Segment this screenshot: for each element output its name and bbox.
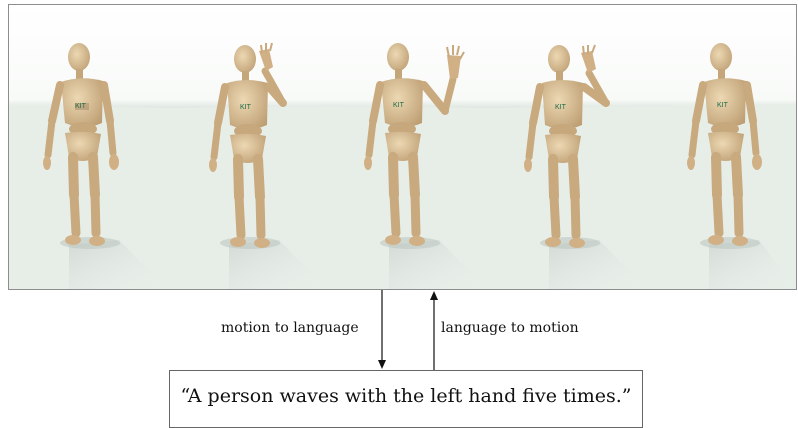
kit-logo: KIT [393,102,405,109]
mannequin-figure-1: KIT [9,5,169,290]
kit-logo: KIT [240,104,252,111]
kit-logo: KIT [75,103,87,110]
motion-to-language-label: motion to language [221,320,359,336]
language-to-motion-label: language to motion [441,320,579,336]
motion-frame-1: KIT [9,5,169,290]
bidirectional-arrows [370,290,450,370]
up-arrow [430,291,438,370]
motion-image-strip: KIT [8,4,797,290]
mannequin-figure-2: KIT [169,5,329,290]
motion-frame-2: KIT [169,5,329,290]
motion-frame-4: KIT [489,5,649,290]
down-arrow [378,290,386,369]
mannequin-figure-5: KIT [649,5,797,290]
kit-logo: KIT [555,104,567,111]
motion-frame-3: KIT [329,5,489,290]
mannequin-figure-3: KIT [329,5,489,290]
caption-text: “A person waves with the left hand five … [170,385,642,407]
kit-logo: KIT [717,102,729,109]
caption-box: “A person waves with the left hand five … [169,370,643,428]
mannequin-figure-4: KIT [489,5,649,290]
motion-frame-5: KIT [649,5,797,290]
